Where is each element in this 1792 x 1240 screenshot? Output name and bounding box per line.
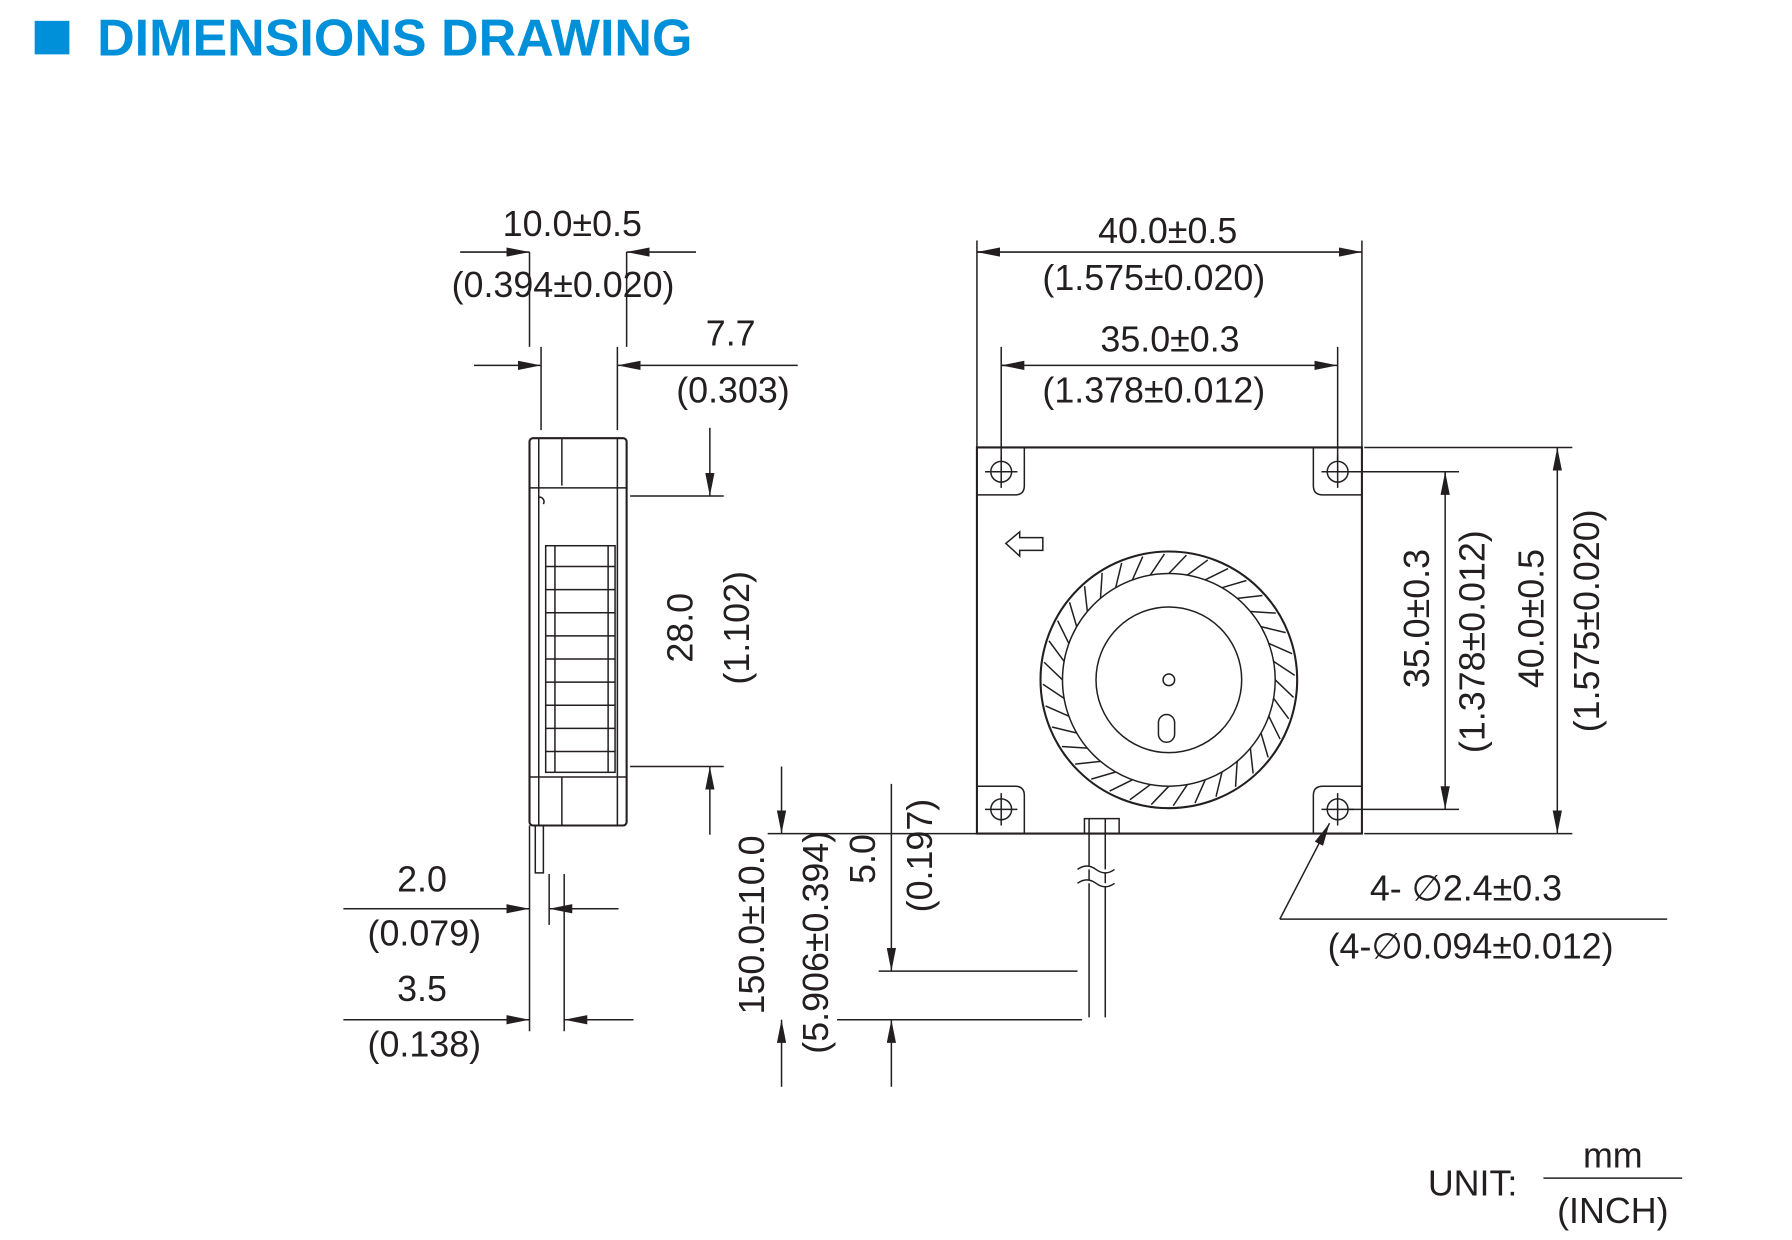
v-hole-pitch-mm: 35.0±0.3 xyxy=(1397,549,1437,688)
shaft-icon xyxy=(1162,673,1176,687)
impeller-blade xyxy=(1129,783,1151,801)
impeller-blade xyxy=(1237,594,1263,600)
wire-length-mm: 150.0±10.0 xyxy=(732,835,772,1014)
front-view: 40.0±0.5 (1.575±0.020) 35.0±0.3 (1.378±0… xyxy=(975,211,1668,1018)
impeller-blade xyxy=(1234,761,1238,787)
impeller-blade xyxy=(1268,715,1281,740)
impeller-blade xyxy=(1091,771,1116,780)
hub xyxy=(1095,606,1243,754)
unit-legend: UNIT: mm (INCH) xyxy=(1428,1136,1683,1231)
impeller-blade xyxy=(1051,726,1077,734)
impeller-blade xyxy=(1250,610,1276,614)
holes-in: (4-∅0.094±0.012) xyxy=(1328,926,1614,966)
impeller-blade xyxy=(1260,732,1269,758)
strip-length-in: (0.197) xyxy=(900,799,940,913)
impeller-blade xyxy=(1150,785,1170,806)
impeller-blade xyxy=(1272,697,1290,720)
impeller xyxy=(1039,550,1299,810)
fan-frame xyxy=(975,446,1363,835)
impeller-blade xyxy=(1149,553,1166,576)
impeller-blade xyxy=(1109,779,1133,792)
impeller-blade xyxy=(1215,771,1223,797)
page-title: DIMENSIONS DRAWING xyxy=(97,10,692,68)
strip-length-mm: 5.0 xyxy=(843,834,883,884)
impeller-blade xyxy=(1260,625,1286,634)
airflow-arrow-icon xyxy=(1004,530,1044,558)
unit-label: UNIT: xyxy=(1428,1163,1518,1203)
outer-width-in: (1.575±0.020) xyxy=(1042,258,1265,298)
v-hole-pitch-in: (1.378±0.012) xyxy=(1452,530,1492,753)
holes-mm: 4- ∅2.4±0.3 xyxy=(1370,869,1562,909)
impeller-blade xyxy=(1221,579,1247,589)
side-width-mm: 10.0±0.5 xyxy=(503,204,642,244)
impeller-blade xyxy=(1042,683,1065,699)
wire-pin xyxy=(534,825,545,874)
impeller-blade xyxy=(1114,562,1123,588)
impeller-blade xyxy=(1186,559,1209,576)
impeller-blade xyxy=(1068,602,1078,627)
title-square-icon xyxy=(34,20,70,55)
wire-length-in: (5.906±0.394) xyxy=(796,831,836,1054)
v-outer-mm: 40.0±0.5 xyxy=(1511,549,1551,688)
hole-pitch-in: (1.378±0.012) xyxy=(1042,370,1265,410)
lead-wire-dimensions: 150.0±10.0 (5.906±0.394) 5.0 (0.197) xyxy=(732,766,1083,1087)
hole-pitch-mm: 35.0±0.3 xyxy=(1100,319,1239,359)
side-fins xyxy=(544,544,616,774)
dim-a-mm: 2.0 xyxy=(397,859,447,899)
unit-secondary: (INCH) xyxy=(1557,1191,1668,1231)
impeller-blade xyxy=(1194,779,1206,804)
mounting-holes xyxy=(985,455,1354,826)
impeller-blade xyxy=(1056,620,1070,644)
impeller-blade xyxy=(1249,748,1254,774)
impeller-blade xyxy=(1099,572,1103,599)
side-body xyxy=(528,437,628,827)
impeller-blade xyxy=(1274,679,1295,698)
lead-wire xyxy=(1077,817,1120,1018)
side-height-mm: 28.0 xyxy=(661,593,701,663)
dim-b-mm: 3.5 xyxy=(397,969,447,1009)
impeller-blade xyxy=(1075,760,1101,765)
v-outer-in: (1.575±0.020) xyxy=(1567,509,1607,732)
outer-width-mm: 40.0±0.5 xyxy=(1098,211,1237,251)
side-width-in: (0.394±0.020) xyxy=(452,265,675,305)
unit-primary: mm xyxy=(1583,1136,1643,1176)
inlet-in: (0.303) xyxy=(676,370,790,410)
impeller-blade xyxy=(1172,784,1188,807)
hub-slot xyxy=(1157,713,1176,744)
impeller-blade xyxy=(1268,642,1293,655)
side-height-in: (1.102) xyxy=(717,571,757,685)
side-view: 10.0±0.5 (0.394±0.020) 7.7 (0.303) 28.0 … xyxy=(343,204,798,1065)
dim-b-in: (0.138) xyxy=(368,1025,482,1065)
inlet-mm: 7.7 xyxy=(706,314,756,354)
impeller-blade xyxy=(1131,556,1144,581)
impeller-blade xyxy=(1273,660,1296,677)
impeller-blade xyxy=(1043,661,1064,681)
impeller-blade xyxy=(1048,640,1065,662)
impeller-blade xyxy=(1061,745,1088,749)
impeller-blade xyxy=(1083,586,1089,612)
impeller-blade xyxy=(1204,567,1229,581)
dim-a-in: (0.079) xyxy=(368,914,482,954)
impeller-blade xyxy=(1045,705,1070,717)
impeller-blade xyxy=(1168,554,1187,574)
